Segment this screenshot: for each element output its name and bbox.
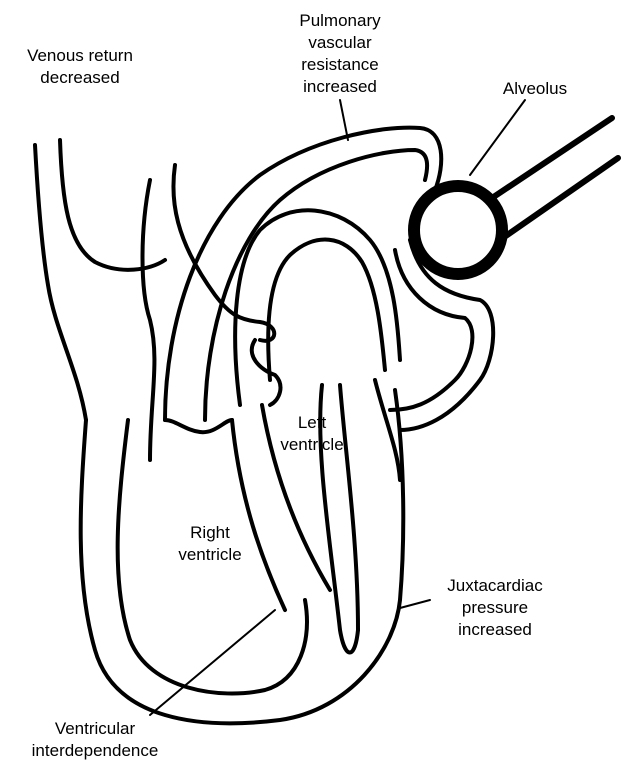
interdependence-leader-line — [150, 610, 275, 715]
venous-return-label: Venous return decreased — [5, 45, 155, 89]
aorta-inner — [268, 240, 385, 380]
venous-inflow-outer — [35, 145, 86, 420]
venous-inflow-inner — [60, 140, 165, 270]
ventricular-interdependence-label: Ventricular interdependence — [20, 718, 170, 762]
alveolus-leader-line — [470, 100, 525, 175]
valve-leaflet-right — [165, 420, 232, 432]
juxtacardiac-pressure-label: Juxtacardiac pressure increased — [425, 575, 565, 641]
right-atrium-wall — [143, 180, 155, 460]
valve-leaflet-left — [252, 340, 281, 405]
pulmonary-resistance-label: Pulmonary vascular resistance increased — [270, 10, 410, 98]
alveolus — [414, 118, 618, 274]
alveolus-label: Alveolus — [480, 78, 590, 100]
left-ventricle-label: Left ventricle — [272, 412, 352, 456]
pulmonary-leader-line — [340, 100, 348, 140]
right-atrium-appendage — [173, 165, 274, 341]
right-ventricle-label: Right ventricle — [165, 522, 255, 566]
